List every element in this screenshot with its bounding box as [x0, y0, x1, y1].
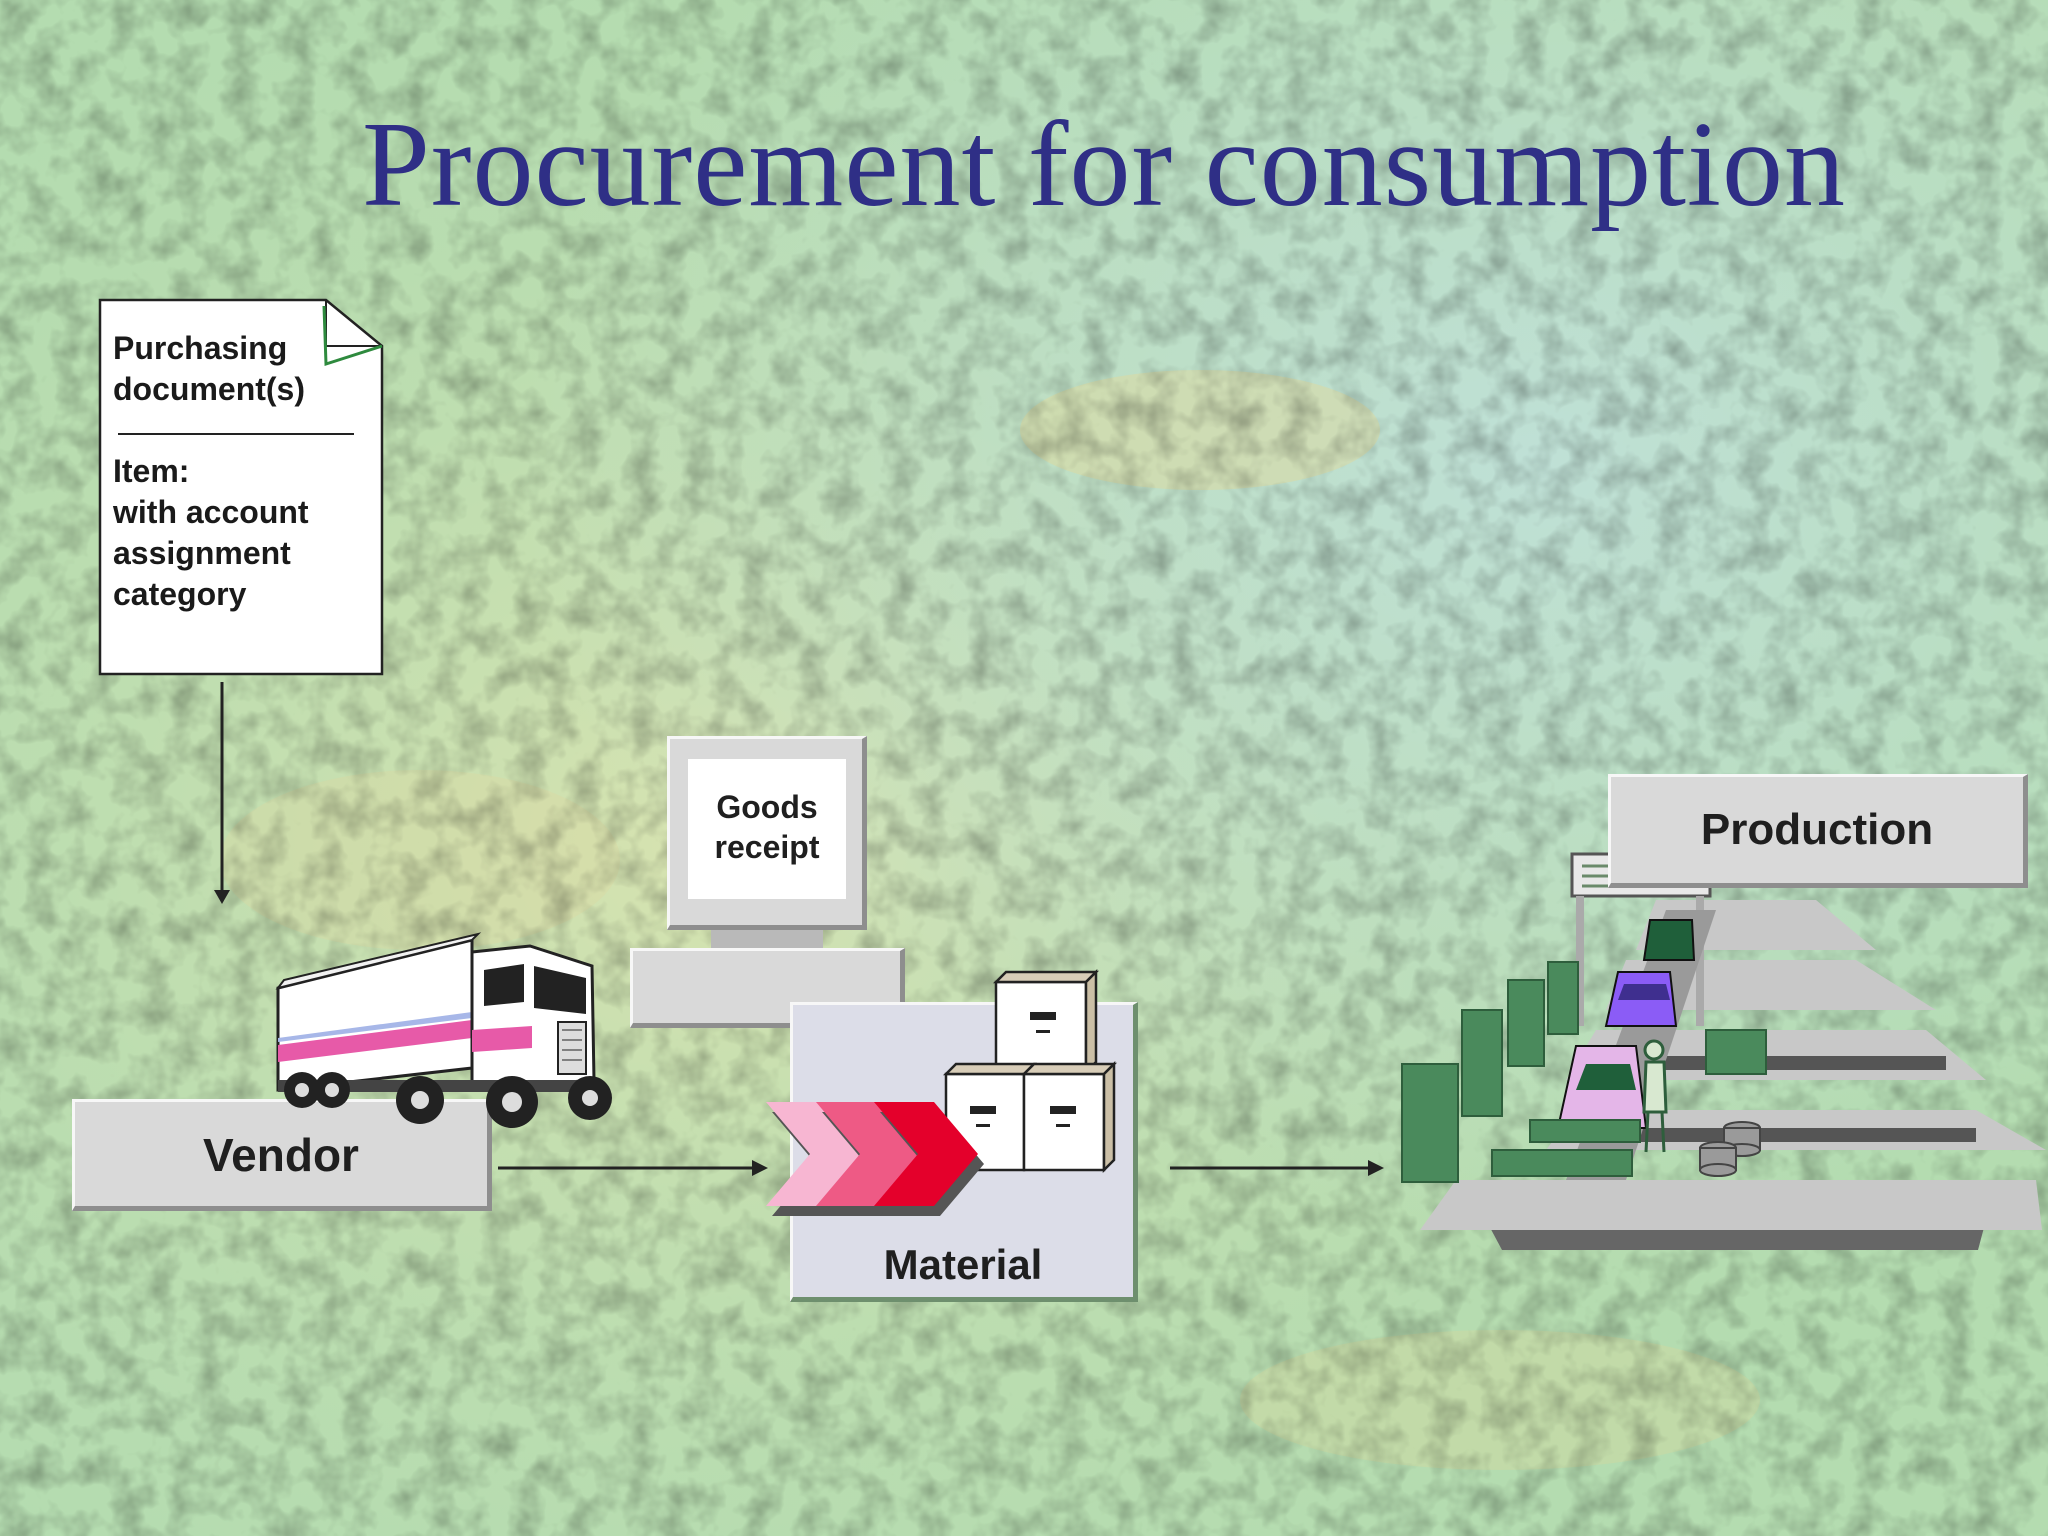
purchasing-document: Purchasing document(s) Item: with accoun… [98, 298, 385, 676]
production-line-icon [1401, 852, 2046, 1250]
goods-receipt-line1: Goods [716, 789, 818, 825]
car-pink [1556, 1045, 1648, 1129]
chevrons-icon [766, 1102, 984, 1216]
item-line-1: Item: [113, 453, 190, 489]
document-heading: Purchasing document(s) [113, 328, 305, 410]
material-label: Material [883, 1241, 1043, 1288]
item-line-4: category [113, 576, 247, 612]
goods-receipt-label: Goods receipt [688, 787, 846, 867]
monitor-stand [711, 930, 823, 948]
barrels-icon [1699, 1121, 1761, 1177]
goods-receipt-computer: Goods receipt [630, 736, 905, 1028]
production-box: Production [1608, 774, 2028, 888]
arrow-vendor-to-material [498, 1160, 768, 1176]
car-green-1 [1642, 919, 1696, 961]
item-line-3: assignment [113, 535, 291, 571]
document-icon [98, 298, 384, 676]
item-line-2: with account [113, 494, 309, 530]
arrow-document-to-vendor [214, 682, 230, 904]
document-divider [118, 433, 354, 435]
document-item-text: Item: with account assignment category [113, 451, 309, 615]
stacked-boxes-icon [942, 968, 1118, 1174]
car-purple [1604, 971, 1678, 1027]
truck-icon [275, 932, 612, 1128]
arrow-material-to-production [1170, 1160, 1384, 1176]
worker-figure [1642, 1039, 1668, 1153]
document-heading-line1: Purchasing [113, 330, 288, 366]
monitor: Goods receipt [667, 736, 867, 930]
slide-title: Procurement for consumption [362, 97, 1846, 232]
vendor-label: Vendor [203, 1129, 359, 1181]
document-heading-line2: document(s) [113, 371, 305, 407]
production-label: Production [1700, 805, 1934, 854]
monitor-screen: Goods receipt [688, 759, 846, 899]
goods-receipt-line2: receipt [714, 829, 820, 865]
